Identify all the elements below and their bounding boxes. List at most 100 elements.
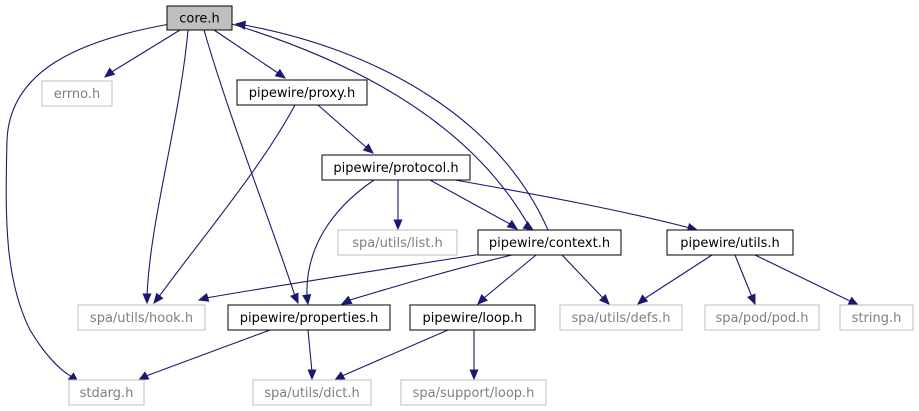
edge-arrowhead [847,296,860,306]
node-hook[interactable]: spa/utils/hook.h [77,304,206,331]
edge-core-to-hook [142,29,189,305]
node-errno[interactable]: errno.h [41,80,113,107]
edge-protocol-to-context [429,179,519,230]
edge-core-to-properties [203,29,299,305]
edge-context-to-hook [197,253,483,302]
node-label: string.h [852,311,902,326]
edge-arrowhead [477,294,488,305]
edge-arrowhead [747,293,756,306]
edge-line [349,254,513,301]
edge-arrowhead [637,294,649,305]
node-box [400,379,547,406]
edge-arrowhead [393,219,403,231]
edge-loop-to-supportloop [469,330,479,381]
edge-line [754,254,853,303]
edge-context-to-loop [477,254,537,305]
node-supportloop[interactable]: spa/support/loop.h [400,379,547,406]
node-box [839,304,914,331]
edge-arrowhead [137,371,150,381]
edge-arrowhead [469,369,479,381]
node-label: spa/support/loop.h [413,386,535,401]
edge-arrowhead [506,219,519,230]
node-loop[interactable]: pipewire/loop.h [409,304,536,331]
node-label: pipewire/protocol.h [333,161,458,176]
node-box [409,304,536,331]
edge-line [307,329,313,373]
edge-line [341,329,449,377]
node-label: pipewire/context.h [489,236,610,251]
edge-core-to-context [231,23,535,231]
edge-line [213,29,279,74]
edge-protocol-to-list [393,180,403,231]
node-context[interactable]: pipewire/context.h [477,229,622,256]
edge-context-to-properties [340,254,513,305]
node-string[interactable]: string.h [839,304,914,331]
edge-proxy-to-protocol [317,104,374,154]
edge-core-to-errno [103,29,181,78]
nodes-layer: core.h errno.h pipewire/proxy.h pipewire/pr… [41,5,914,406]
edge-utils-to-pod [734,254,756,306]
edge-arrowhead [340,295,353,305]
node-stdarg[interactable]: stdarg.h [68,379,145,406]
edge-line [231,23,531,229]
node-box [477,229,622,256]
node-label: pipewire/utils.h [680,236,780,251]
node-label: spa/pod/pod.h [715,311,808,326]
node-box [41,80,113,107]
edge-context-to-defs [561,254,610,305]
edge-arrowhead [153,292,164,305]
edge-arrowhead [290,292,299,305]
edge-properties-to-dict [307,329,317,381]
node-proxy[interactable]: pipewire/proxy.h [236,79,368,106]
edge-line [643,254,713,300]
edge-line [145,329,271,377]
node-core[interactable]: core.h [166,5,233,31]
node-label: pipewire/loop.h [423,311,523,326]
node-label: pipewire/proxy.h [249,86,356,101]
node-pod[interactable]: spa/pod/pod.h [704,304,820,331]
edge-arrowhead [302,293,312,306]
edge-proxy-to-hook [153,104,296,305]
node-label: pipewire/properties.h [240,311,379,326]
edge-arrowhead [333,371,346,381]
edge-arrowhead [599,294,610,305]
edge-arrowhead [197,293,210,302]
node-utils[interactable]: pipewire/utils.h [666,229,794,256]
edge-protocol-to-utils [454,179,699,232]
node-box [337,229,458,256]
node-properties[interactable]: pipewire/properties.h [227,304,391,331]
node-box [77,304,206,331]
edge-line [454,179,691,229]
node-label: spa/utils/hook.h [90,311,193,326]
edge-utils-to-defs [637,254,713,305]
edge-arrowhead [103,67,116,78]
node-list[interactable]: spa/utils/list.h [337,229,458,256]
edges-layer [5,20,860,383]
node-defs[interactable]: spa/utils/defs.h [559,304,683,331]
node-box [252,379,372,406]
edge-line [109,29,181,74]
edge-loop-to-dict [333,329,449,381]
edge-line [157,104,296,299]
edge-arrowhead [522,220,535,231]
edge-line [146,29,189,297]
edge-line [483,254,537,299]
node-label: stdarg.h [80,386,134,401]
node-box [166,5,233,31]
node-box [321,154,471,181]
node-protocol[interactable]: pipewire/protocol.h [321,154,471,181]
node-box [227,304,391,331]
node-label: spa/utils/defs.h [571,311,670,326]
node-box [666,229,794,256]
node-label: core.h [179,12,220,27]
edge-line [203,29,296,297]
node-dict[interactable]: spa/utils/dict.h [252,379,372,406]
edge-arrowhead [362,143,374,154]
edge-arrowhead [234,20,246,30]
edge-core-to-proxy [213,29,287,79]
edge-arrowhead [307,369,317,381]
edge-line [205,253,483,299]
edge-line [243,24,549,231]
node-label: spa/utils/list.h [352,236,443,251]
